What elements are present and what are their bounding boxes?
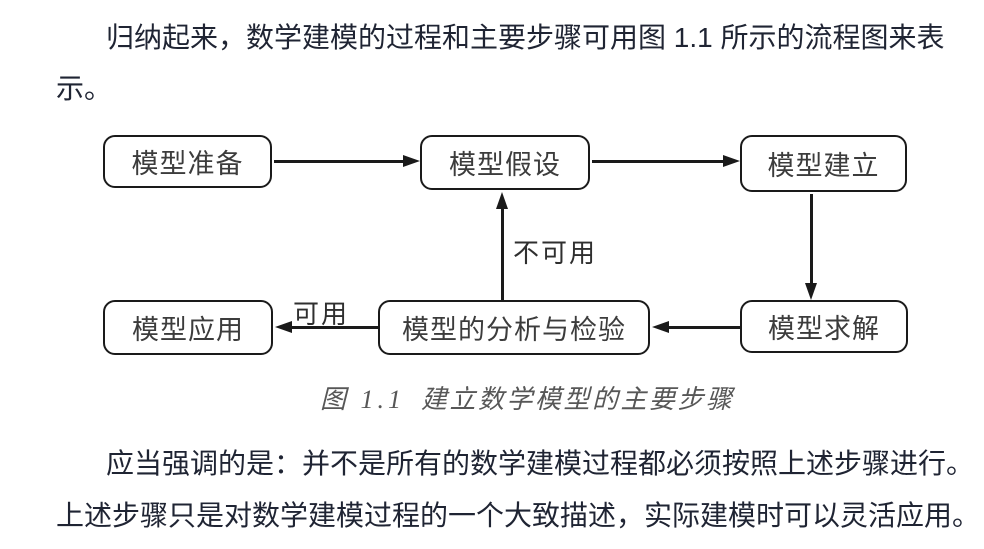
flow-box-model-application: 模型应用 — [103, 300, 273, 355]
edge-label-unusable: 不可用 — [513, 239, 598, 268]
paragraph-bottom-line1: 应当强调的是：并不是所有的数学建模过程都必须按照上述步骤进行。 — [106, 448, 975, 479]
paragraph-top-line1: 归纳起来，数学建模的过程和主要步骤可用图 1.1 所示的流程图来表 — [106, 22, 945, 53]
edge-label-usable: 可用 — [293, 300, 350, 329]
arrow-head-prepare-to-hypothesis — [403, 155, 420, 167]
flow-box-model-analysis-verification: 模型的分析与检验 — [378, 300, 650, 355]
flow-box-model-hypothesis: 模型假设 — [420, 135, 590, 190]
arrow-line-analysis-to-hypothesis — [501, 206, 504, 300]
figure-caption-text: 建立数学模型的主要步骤 — [421, 385, 735, 414]
flow-box-model-building: 模型建立 — [740, 135, 907, 192]
arrow-head-hypothesis-to-build — [723, 155, 740, 167]
arrow-head-analysis-to-application — [275, 321, 292, 333]
arrow-head-build-to-solve — [805, 283, 817, 300]
arrow-head-analysis-to-hypothesis — [496, 192, 508, 209]
arrow-line-build-to-solve — [810, 194, 813, 284]
paragraph-top-line2: 示。 — [56, 73, 113, 104]
figure-caption: 图 1.1 建立数学模型的主要步骤 — [320, 379, 735, 416]
flow-box-model-solving: 模型求解 — [740, 300, 908, 353]
arrow-line-solve-to-analysis — [668, 326, 740, 329]
figure-caption-number: 图 1.1 — [320, 385, 406, 414]
paragraph-bottom-line2: 上述步骤只是对数学建模过程的一个大致描述，实际建模时可以灵活应用。 — [56, 500, 981, 531]
arrow-head-solve-to-analysis — [652, 321, 669, 333]
arrow-line-analysis-to-application — [291, 326, 378, 329]
arrow-line-prepare-to-hypothesis — [274, 160, 406, 163]
flow-box-model-preparation: 模型准备 — [103, 135, 272, 188]
arrow-line-hypothesis-to-build — [592, 160, 724, 163]
